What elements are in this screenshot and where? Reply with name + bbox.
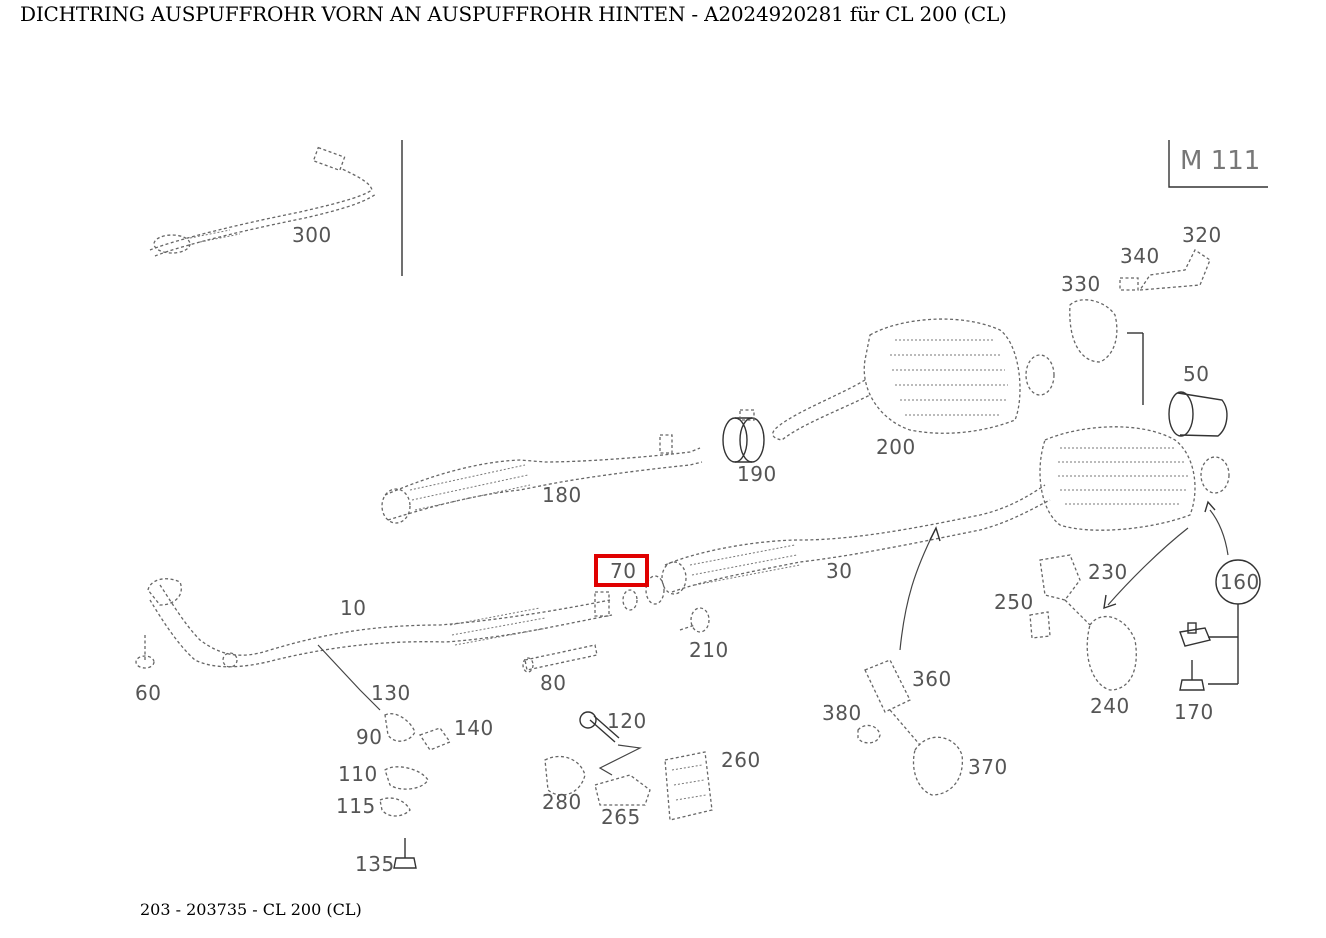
label-50[interactable]: 50: [1183, 362, 1209, 386]
part-360-rear-hanger[interactable]: [857, 526, 964, 796]
part-70-sealing-ring[interactable]: [622, 575, 665, 611]
page-title: DICHTRING AUSPUFFROHR VORN AN AUSPUFFROH…: [20, 2, 1007, 26]
model-tag-box: M 111: [1168, 140, 1268, 188]
label-330[interactable]: 330: [1061, 272, 1101, 296]
part-120-bracket-assembly[interactable]: [544, 711, 713, 821]
label-210[interactable]: 210: [689, 638, 729, 662]
label-115[interactable]: 115: [336, 794, 376, 818]
label-180[interactable]: 180: [542, 483, 582, 507]
label-280[interactable]: 280: [542, 790, 582, 814]
label-340[interactable]: 340: [1120, 244, 1160, 268]
part-50-tail-trim[interactable]: [1168, 391, 1228, 437]
label-370[interactable]: 370: [968, 755, 1008, 779]
label-60[interactable]: 60: [135, 681, 161, 705]
label-135[interactable]: 135: [355, 852, 395, 876]
label-360[interactable]: 360: [912, 667, 952, 691]
label-10[interactable]: 10: [340, 596, 366, 620]
label-90[interactable]: 90: [356, 725, 382, 749]
label-320[interactable]: 320: [1182, 223, 1222, 247]
part-160-clip-group[interactable]: [1179, 500, 1261, 691]
label-190[interactable]: 190: [737, 462, 777, 486]
label-70[interactable]: 70: [610, 559, 636, 583]
label-260[interactable]: 260: [721, 748, 761, 772]
part-130-bracket-group[interactable]: [317, 644, 452, 869]
part-10-front-exhaust-pipe[interactable]: [147, 578, 613, 668]
part-300-sensor-cable[interactable]: [149, 140, 403, 276]
part-80-bolt[interactable]: [522, 644, 598, 673]
label-110[interactable]: 110: [338, 762, 378, 786]
part-60-bolt[interactable]: [135, 635, 155, 669]
highlight-box-part-70: [594, 554, 649, 587]
label-265[interactable]: 265: [601, 805, 641, 829]
diagram-footer: 203 - 203735 - CL 200 (CL): [140, 900, 362, 919]
part-320-340-330-hanger[interactable]: [1069, 249, 1211, 405]
label-230[interactable]: 230: [1088, 560, 1128, 584]
label-120[interactable]: 120: [607, 709, 647, 733]
label-80[interactable]: 80: [540, 671, 566, 695]
part-180-front-pipe[interactable]: [381, 434, 703, 524]
label-140[interactable]: 140: [454, 716, 494, 740]
label-170[interactable]: 170: [1174, 700, 1214, 724]
part-30-rear-pipe-silencer[interactable]: [661, 426, 1230, 595]
label-130[interactable]: 130: [371, 681, 411, 705]
label-240[interactable]: 240: [1090, 694, 1130, 718]
label-30[interactable]: 30: [826, 559, 852, 583]
label-160[interactable]: 160: [1220, 570, 1260, 594]
label-300[interactable]: 300: [292, 223, 332, 247]
part-230-rear-mount[interactable]: [1029, 527, 1189, 691]
label-250[interactable]: 250: [994, 590, 1034, 614]
model-tag: M 111: [1180, 146, 1260, 176]
part-210-nut[interactable]: [679, 607, 710, 633]
label-200[interactable]: 200: [876, 435, 916, 459]
part-190-clamp[interactable]: [722, 409, 765, 463]
label-380[interactable]: 380: [822, 701, 862, 725]
part-200-rear-silencer[interactable]: [772, 318, 1055, 441]
